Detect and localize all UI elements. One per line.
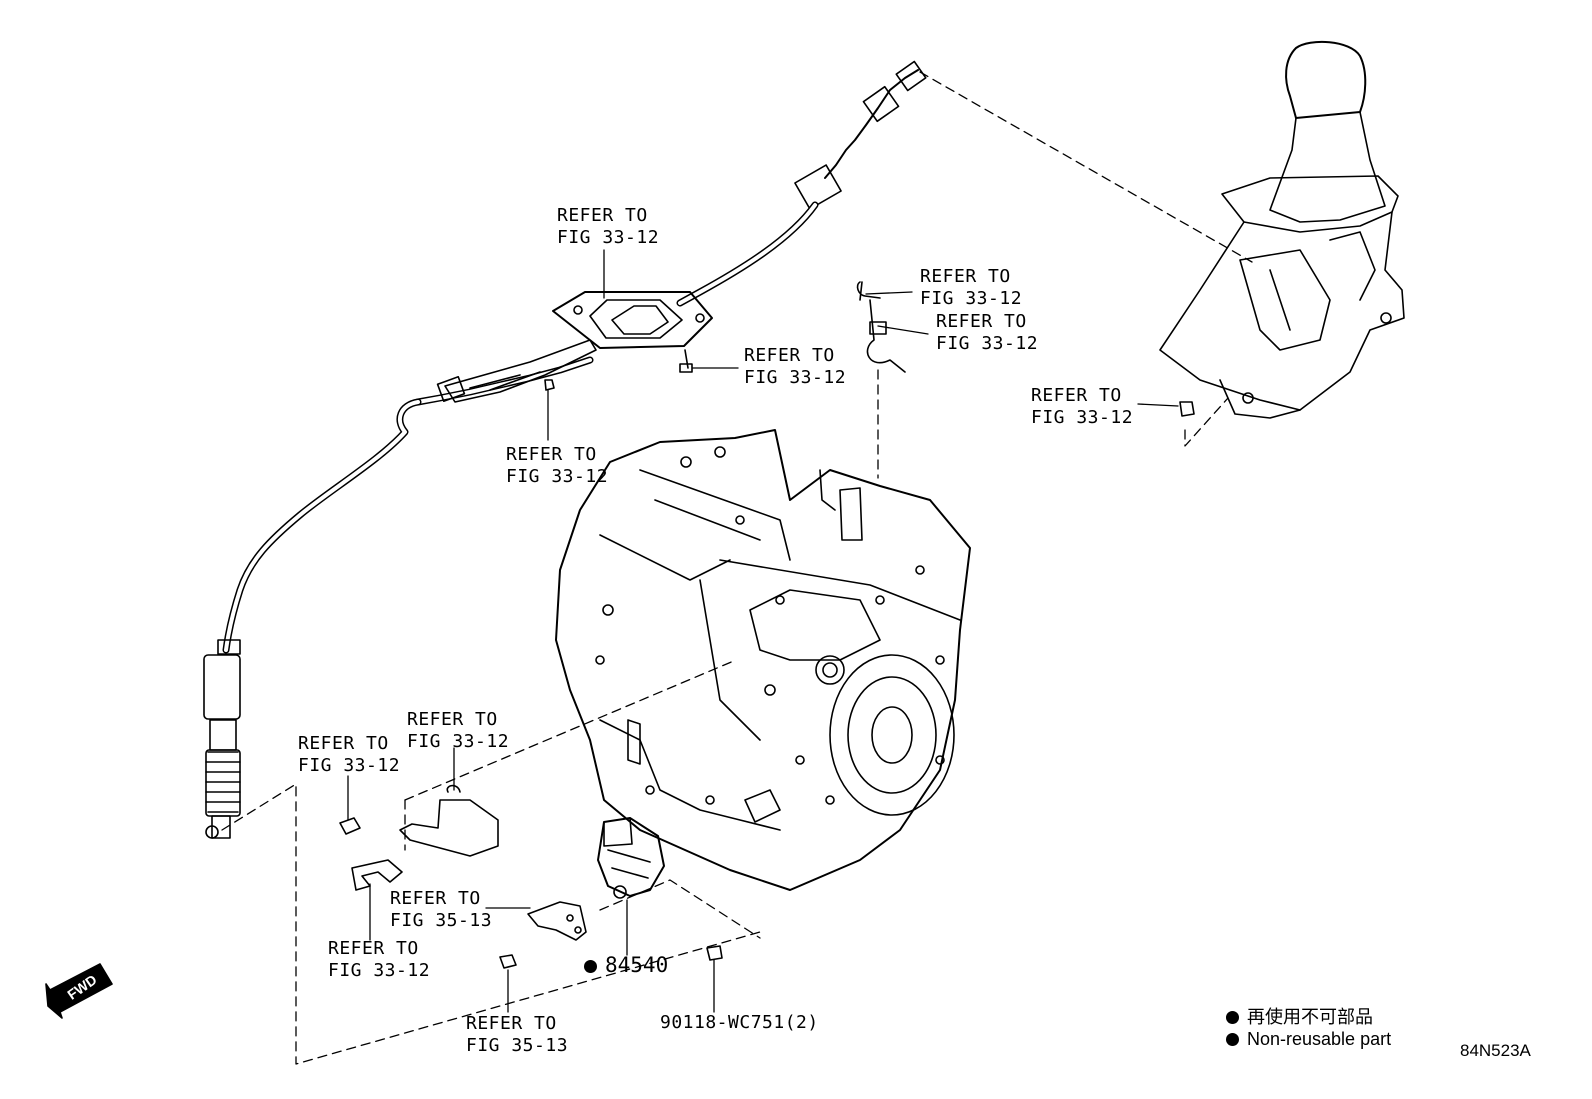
bullet-icon xyxy=(1226,1011,1239,1024)
transaxle xyxy=(555,429,971,891)
cable-grommet xyxy=(552,291,713,349)
diagram-code: 84N523A xyxy=(1460,1041,1531,1060)
legend-en: Non-reusable part xyxy=(1226,1029,1391,1050)
bullet-icon xyxy=(1226,1033,1239,1046)
dashed-lines xyxy=(221,71,1253,1065)
fwd-arrow-icon xyxy=(45,963,113,1019)
part-number-bolt[interactable]: 90118-WC751(2) xyxy=(660,1012,819,1033)
shifter-assembly xyxy=(1159,40,1405,419)
small-fasteners xyxy=(339,281,1195,969)
linkage-parts xyxy=(351,784,587,941)
shift-cable xyxy=(203,60,927,839)
cable-bracket xyxy=(436,339,597,403)
park-neutral-switch xyxy=(597,817,665,899)
part-number-84540[interactable]: 84540 xyxy=(584,953,668,977)
non-reusable-dot-icon xyxy=(584,960,597,973)
legend-jp: 再使用不可部品 xyxy=(1226,1003,1373,1029)
leader-lines xyxy=(347,249,1179,1013)
